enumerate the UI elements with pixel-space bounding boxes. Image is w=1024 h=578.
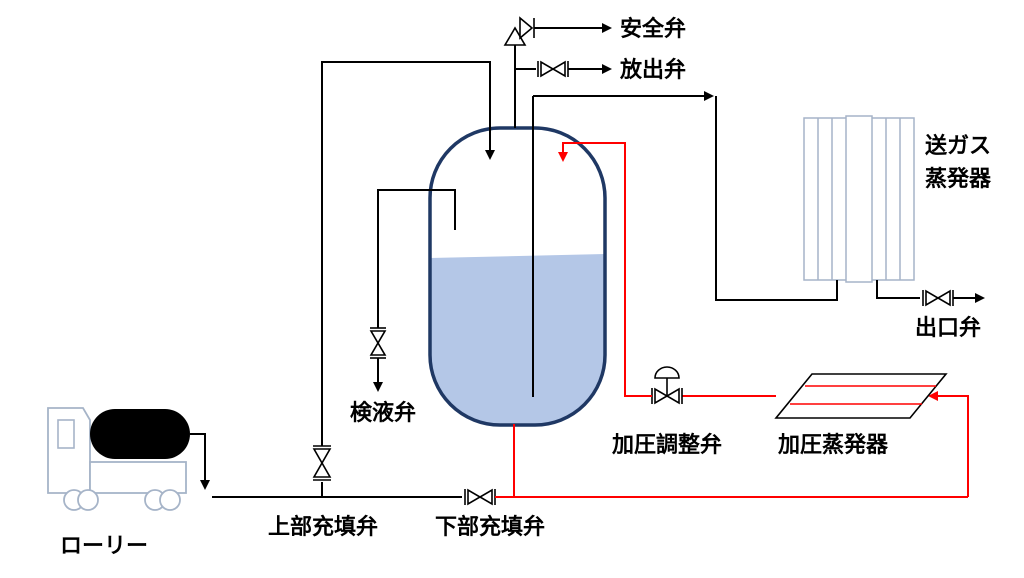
pressure-control-valve-label: 加圧調整弁 xyxy=(611,432,722,458)
release-valve-label: 放出弁 xyxy=(619,57,686,83)
bottom-fill-valve-label: 下部充填弁 xyxy=(435,514,545,540)
level-check-valve-icon xyxy=(369,327,387,359)
pressure-vaporizer xyxy=(774,373,948,419)
send-gas-vaporizer xyxy=(803,115,915,283)
top-fill-valve-label: 上部充填弁 xyxy=(268,514,378,540)
lorry-truck xyxy=(47,407,190,511)
pressure-vaporizer-label: 加圧蒸発器 xyxy=(777,433,889,458)
pressure-control-valve-icon xyxy=(651,366,683,405)
bottom-fill-valve-icon xyxy=(464,488,496,506)
tank-shell xyxy=(428,126,607,427)
lorry-label: ローリー xyxy=(60,534,148,559)
top-fill-valve-icon xyxy=(312,445,332,482)
level-check-valve-label: 検液弁 xyxy=(350,400,416,426)
pressurize-loop-line xyxy=(495,424,515,498)
release-valve-icon xyxy=(537,60,569,78)
outlet-valve-icon xyxy=(922,289,954,307)
tank-liquid xyxy=(430,254,605,425)
storage-tank xyxy=(428,126,607,427)
lorry-tank xyxy=(90,409,190,459)
safety-valve-icon xyxy=(503,16,535,46)
send-gas-vaporizer-label-2: 蒸発器 xyxy=(925,167,992,192)
safety-valve-label: 安全弁 xyxy=(620,16,686,42)
outlet-valve-label: 出口弁 xyxy=(915,315,981,341)
send-gas-vaporizer-label-1: 送ガス xyxy=(925,133,991,159)
